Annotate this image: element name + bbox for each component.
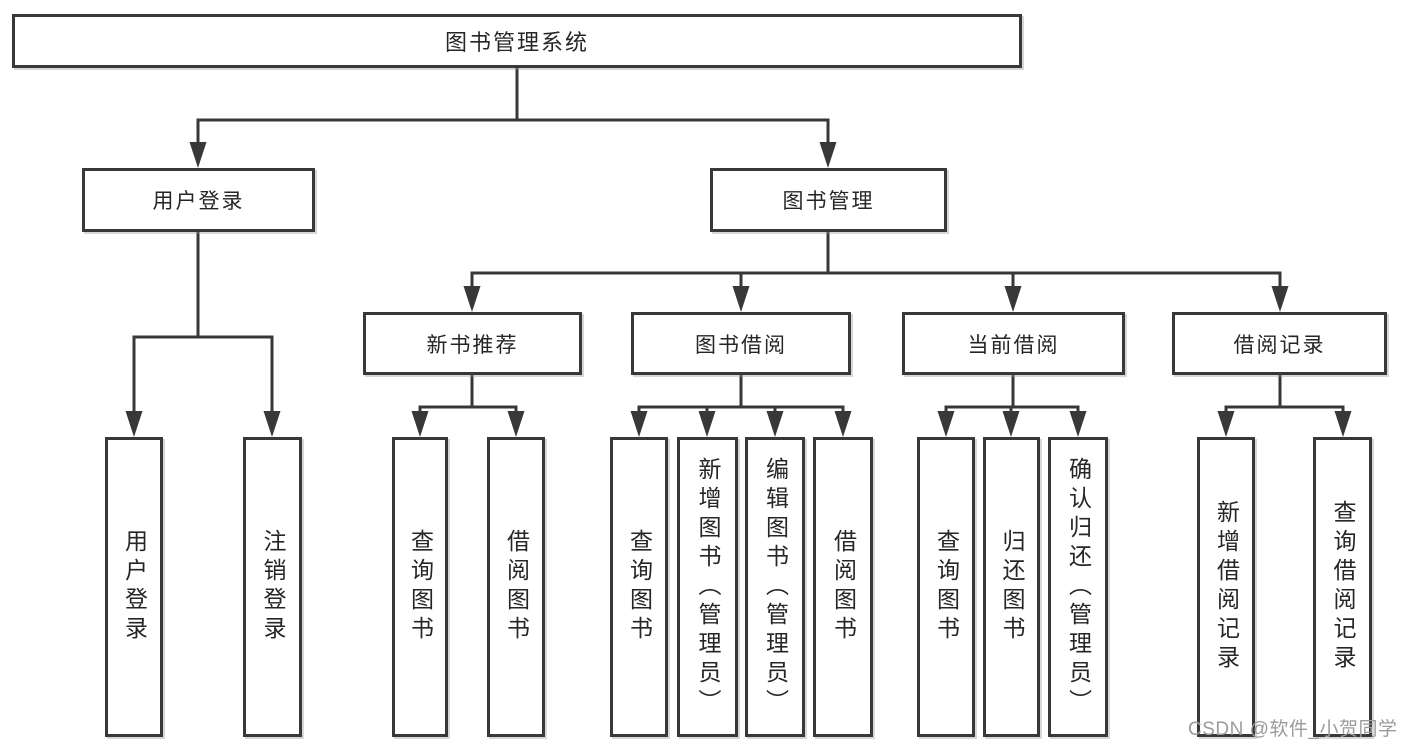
node-label: 归还图书	[999, 529, 1025, 645]
leaf-add-borrow-record: 新增借阅记录	[1197, 437, 1255, 737]
node-book-borrow: 图书借阅	[631, 312, 851, 375]
node-label: 借阅记录	[1233, 333, 1326, 357]
node-label: 查询图书	[933, 529, 960, 645]
node-label: 借阅图书	[830, 529, 857, 645]
node-borrow-records: 借阅记录	[1172, 312, 1387, 375]
node-label: 编辑图书（管理员）	[762, 456, 789, 718]
node-new-book-recommend: 新书推荐	[363, 312, 582, 375]
leaf-borrow-books-recommend: 借阅图书	[487, 437, 545, 737]
arrowheads	[125, 142, 1352, 437]
node-label: 图书管理系统	[444, 30, 589, 55]
leaf-confirm-return-admin: 确认归还（管理员）	[1048, 437, 1108, 737]
node-label: 确认归还（管理员）	[1065, 456, 1092, 718]
node-label: 注销登录	[260, 529, 286, 645]
leaf-query-books-borrow: 查询图书	[610, 437, 668, 737]
node-label: 查询图书	[626, 529, 653, 645]
leaf-query-books-recommend: 查询图书	[392, 437, 448, 737]
node-label: 查询图书	[407, 529, 434, 645]
node-label: 图书管理	[782, 190, 875, 213]
leaf-query-books-current: 查询图书	[917, 437, 975, 737]
watermark: CSDN @软件_小贺同学	[1188, 719, 1398, 740]
node-label: 新增图书（管理员）	[695, 456, 721, 718]
leaf-add-book-admin: 新增图书（管理员）	[677, 437, 738, 737]
node-label: 当前借阅	[967, 333, 1060, 357]
leaf-borrow-books: 借阅图书	[813, 437, 873, 737]
node-label: 新书推荐	[426, 333, 519, 357]
node-user-login: 用户登录	[82, 168, 315, 232]
node-label: 图书借阅	[695, 333, 787, 357]
node-label: 用户登录	[121, 529, 148, 645]
leaf-user-login: 用户登录	[105, 437, 163, 737]
leaf-query-borrow-record: 查询借阅记录	[1313, 437, 1372, 737]
leaf-logout: 注销登录	[243, 437, 302, 737]
node-label: 新增借阅记录	[1213, 500, 1240, 674]
node-current-borrow: 当前借阅	[902, 312, 1125, 375]
node-label: 查询借阅记录	[1330, 500, 1356, 674]
leaf-edit-book-admin: 编辑图书（管理员）	[745, 437, 805, 737]
node-label: 借阅图书	[503, 529, 530, 645]
node-book-management: 图书管理	[710, 168, 947, 232]
node-label: 用户登录	[152, 190, 245, 213]
leaf-return-book: 归还图书	[983, 437, 1040, 737]
node-library-system: 图书管理系统	[12, 14, 1022, 68]
